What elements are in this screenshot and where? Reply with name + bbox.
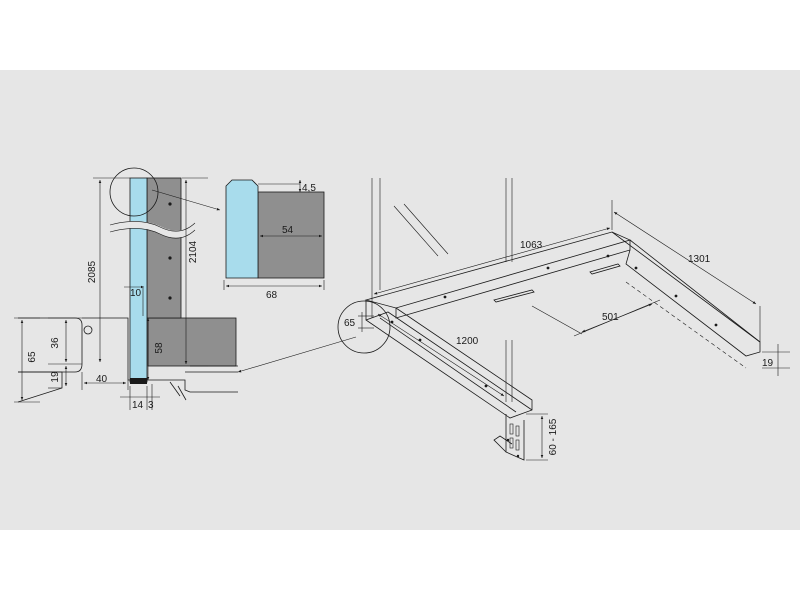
dim-14: 14 <box>132 400 144 411</box>
section-view: 2085 2104 10 58 40 36 19 65 <box>14 167 238 411</box>
detail-glass <box>225 179 259 279</box>
dim-1301: 1301 <box>688 254 711 265</box>
dim-60-165: 60 - 165 <box>548 418 559 455</box>
dim-3: 3 <box>148 400 154 411</box>
glass-pane <box>129 177 148 383</box>
dim-2085: 2085 <box>87 260 98 283</box>
dim-10: 10 <box>130 288 142 299</box>
dim-1200: 1200 <box>456 336 479 347</box>
front-rail <box>365 300 533 419</box>
dim-4-5: 4,5 <box>302 183 316 194</box>
dim-40: 40 <box>96 374 108 385</box>
dim-65-left: 65 <box>27 351 38 363</box>
dim-68: 68 <box>266 290 278 301</box>
isometric-view: 1063 1301 1200 501 65 19 60 - 165 <box>237 178 790 461</box>
dim-2104: 2104 <box>188 240 199 263</box>
dim-65-iso: 65 <box>344 318 356 329</box>
dim-501: 501 <box>602 312 619 323</box>
dim-54: 54 <box>282 225 294 236</box>
dim-36: 36 <box>50 337 61 349</box>
drawing-panel <box>0 70 800 530</box>
dim-19-iso: 19 <box>762 358 774 369</box>
adjustable-bracket <box>505 414 525 461</box>
anchor-hole <box>83 325 93 335</box>
dim-1063: 1063 <box>520 240 543 251</box>
dim-19: 19 <box>50 371 61 383</box>
floor-channel <box>147 317 237 367</box>
wall-profile <box>146 177 182 319</box>
detail-view: 4,5 54 68 <box>223 179 325 301</box>
dim-58: 58 <box>154 342 165 354</box>
floor-profile <box>18 317 83 373</box>
